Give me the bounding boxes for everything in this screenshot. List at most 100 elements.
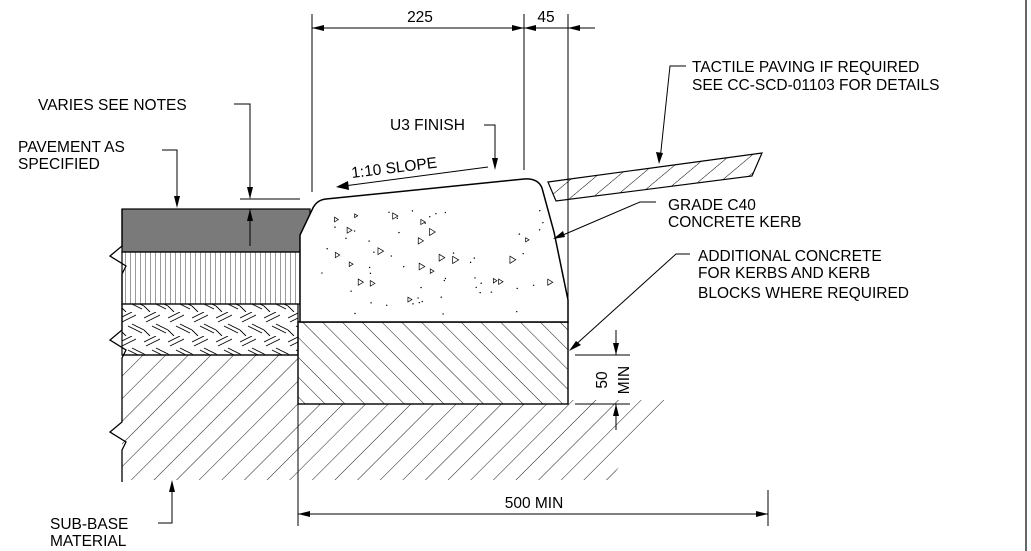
- dim-base-width: 500 MIN: [505, 495, 564, 512]
- aggregate-mark: [429, 268, 435, 274]
- aggregate-dot: [334, 226, 336, 228]
- aggregate-dot: [396, 217, 398, 220]
- aggregate-dot: [386, 304, 388, 307]
- aggregate-mark: [492, 277, 498, 284]
- aggregate-dot: [538, 229, 541, 231]
- aggregate-dot: [442, 313, 444, 315]
- sub-base-hatch: [122, 355, 665, 480]
- dimension-lines: [297, 14, 769, 526]
- aggregate-mark: [348, 261, 354, 268]
- aggregate-mark: [498, 278, 504, 286]
- aggregate-mark: [346, 226, 353, 234]
- aggregate-dot: [412, 303, 414, 305]
- aggregate-dot: [354, 312, 356, 315]
- label-subbase-line2: MATERIAL: [50, 533, 127, 550]
- aggregate-dot: [402, 265, 405, 268]
- aggregate-mark: [369, 279, 376, 287]
- aggregate-dot: [475, 286, 477, 289]
- label-slope: 1:10 SLOPE: [350, 155, 438, 182]
- aggregate-dot: [369, 272, 372, 275]
- aggregate-dot: [469, 261, 472, 264]
- aggregate-mark: [438, 253, 446, 262]
- aggregate-mark: [334, 251, 341, 259]
- label-varies-see-notes: VARIES SEE NOTES: [38, 97, 187, 114]
- aggregate-dot: [424, 222, 426, 224]
- aggregate-mark: [407, 296, 413, 303]
- aggregate-dot: [417, 297, 419, 299]
- aggregate-dot: [373, 251, 375, 253]
- label-tactile-line1: TACTILE PAVING IF REQUIRED: [692, 59, 919, 76]
- aggregate-dot: [479, 291, 481, 294]
- aggregate-dot: [420, 286, 422, 289]
- concrete-kerb: [299, 178, 569, 323]
- aggregate-dot: [421, 300, 423, 303]
- aggregate-mark: [418, 262, 426, 271]
- aggregate-dot: [350, 290, 352, 292]
- pavement-base: [121, 303, 299, 356]
- aggregate-dot: [490, 291, 493, 293]
- label-pavement-line2: SPECIFIED: [18, 156, 100, 173]
- leader-lines: [158, 65, 690, 524]
- aggregate-mark: [525, 237, 530, 243]
- dim-min-thickness: 50: [594, 371, 611, 389]
- label-additional-line3: BLOCKS WHERE REQUIRED: [698, 285, 909, 302]
- label-subbase-line1: SUB-BASE: [50, 516, 128, 533]
- aggregate-mark: [452, 255, 460, 265]
- aggregate-dot: [444, 211, 447, 214]
- aggregate-mark: [392, 212, 399, 220]
- aggregate-dot: [518, 233, 521, 235]
- break-line: [108, 209, 127, 482]
- aggregate-dot: [388, 211, 390, 213]
- label-grade-line2: CONCRETE KERB: [668, 214, 802, 231]
- aggregate-dot: [532, 284, 535, 286]
- pavement-binder: [121, 251, 301, 305]
- aggregate-mark: [357, 278, 365, 286]
- label-additional-line1: ADDITIONAL CONCRETE: [698, 248, 882, 265]
- aggregate-mark: [509, 255, 517, 264]
- aggregate-dot: [370, 302, 372, 304]
- aggregate-mark: [429, 227, 437, 237]
- aggregate-mark: [420, 218, 426, 226]
- aggregate-dot: [473, 257, 476, 259]
- label-pavement-line1: PAVEMENT AS: [18, 139, 125, 156]
- aggregate-dot: [353, 230, 356, 232]
- aggregate-dot: [368, 266, 371, 269]
- dim-kerb-width: 225: [407, 9, 433, 26]
- aggregate-mark: [547, 278, 554, 286]
- aggregate-dot: [516, 310, 518, 313]
- aggregate-dot: [480, 282, 482, 284]
- aggregate-dot: [321, 272, 323, 274]
- aggregate-dot: [539, 210, 541, 212]
- aggregate-dot: [345, 237, 347, 240]
- tactile-paving: [547, 152, 763, 202]
- aggregate-dot: [368, 240, 370, 242]
- pavement-layers: [108, 208, 311, 482]
- label-additional-line2: FOR KERBS AND KERB: [698, 265, 870, 282]
- concrete-bedding: [297, 321, 569, 405]
- kerb-aggregate: [321, 210, 554, 315]
- aggregate-mark: [354, 213, 359, 219]
- aggregate-mark: [417, 237, 425, 245]
- aggregate-dot: [452, 252, 455, 254]
- aggregate-dot: [474, 277, 476, 279]
- label-tactile-line2: SEE CC-SCD-01103 FOR DETAILS: [692, 77, 940, 94]
- dim-min-thickness-suffix: MIN: [616, 366, 633, 394]
- aggregate-dot: [398, 231, 400, 234]
- aggregate-dot: [418, 301, 421, 304]
- aggregate-dot: [444, 277, 447, 280]
- aggregate-mark: [377, 247, 385, 256]
- aggregate-dot: [326, 248, 328, 250]
- aggregate-dot: [411, 210, 414, 212]
- aggregate-dot: [429, 216, 431, 218]
- label-grade-line1: GRADE C40: [668, 197, 756, 214]
- aggregate-dot: [390, 255, 393, 257]
- aggregate-dot: [542, 221, 544, 224]
- pavement-surface: [121, 208, 311, 253]
- aggregate-dot: [443, 279, 446, 282]
- aggregate-dot: [440, 296, 442, 298]
- label-u3-finish: U3 FINISH: [390, 117, 465, 134]
- aggregate-mark: [334, 216, 340, 223]
- dim-batter: 45: [537, 9, 554, 26]
- aggregate-dot: [435, 212, 437, 215]
